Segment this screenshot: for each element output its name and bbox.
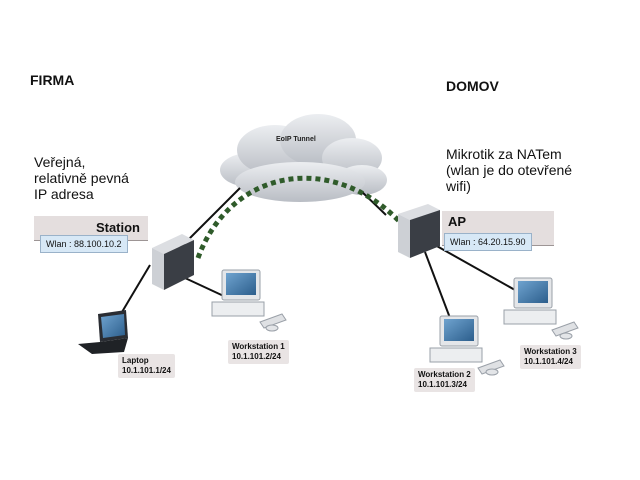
workstation2-name: Workstation 2 xyxy=(418,370,471,379)
left-note: Veřejná, relativně pevná IP adresa xyxy=(34,154,129,202)
workstation2-ip: 10.1.101.3/24 xyxy=(418,380,467,389)
station-wlan-box: Wlan : 88.100.10.2 xyxy=(40,235,128,253)
workstation1-icon xyxy=(211,269,287,332)
ap-wlan-box: Wlan : 64.20.15.90 xyxy=(444,233,532,251)
link-ap-workstation3 xyxy=(434,244,516,291)
ap-title: AP xyxy=(448,214,467,229)
workstation3-icon xyxy=(503,277,579,340)
workstation2-icon xyxy=(429,315,505,376)
workstation2-label: Workstation 2 10.1.101.3/24 xyxy=(414,368,475,392)
workstation1-ip: 10.1.101.2/24 xyxy=(232,352,281,361)
laptop-label: Laptop 10.1.101.1/24 xyxy=(118,354,175,378)
link-station-laptop xyxy=(121,264,151,313)
location-left-heading: FIRMA xyxy=(30,72,75,88)
link-ap-workstation2 xyxy=(424,251,451,319)
link-station-workstation1 xyxy=(184,277,229,299)
ap-router-icon xyxy=(398,204,440,258)
location-right-heading: DOMOV xyxy=(446,78,499,94)
right-note: Mikrotik za NATem (wlan je do otevřené w… xyxy=(446,146,573,194)
workstation3-name: Workstation 3 xyxy=(524,347,577,356)
laptop-icon xyxy=(78,310,128,354)
laptop-ip: 10.1.101.1/24 xyxy=(122,366,171,375)
workstation1-label: Workstation 1 10.1.101.2/24 xyxy=(228,340,289,364)
tunnel-label: EoIP Tunnel xyxy=(276,136,316,143)
laptop-name: Laptop xyxy=(122,356,149,365)
station-title: Station xyxy=(95,220,140,235)
station-router-icon xyxy=(152,234,194,290)
workstation3-label: Workstation 3 10.1.101.4/24 xyxy=(520,345,581,369)
cloud-icon xyxy=(220,114,387,202)
workstation3-ip: 10.1.101.4/24 xyxy=(524,357,573,366)
workstation1-name: Workstation 1 xyxy=(232,342,285,351)
